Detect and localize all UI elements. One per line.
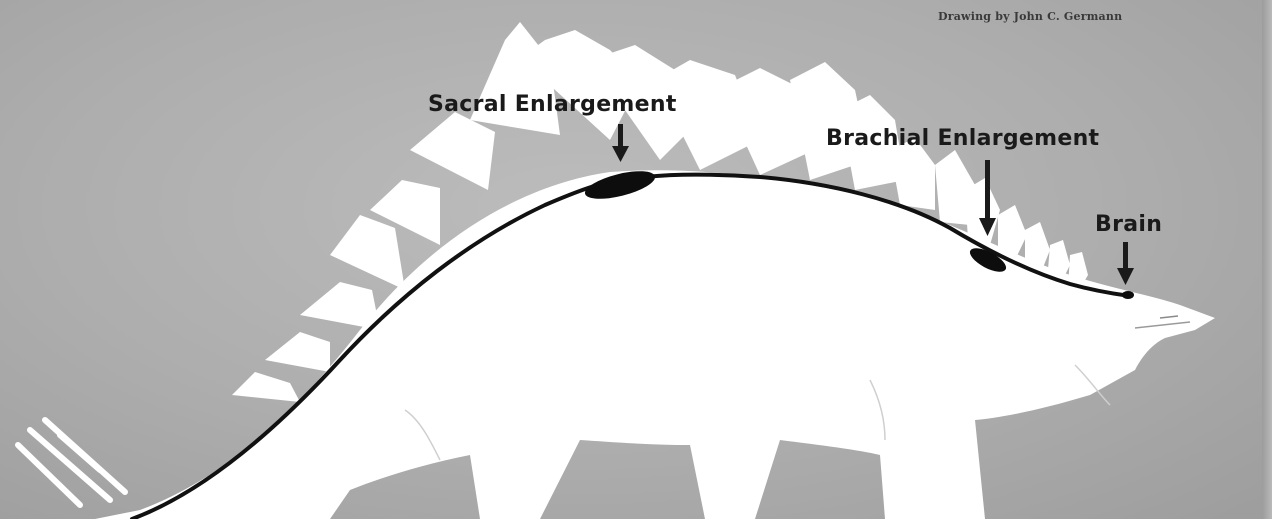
label-sacral-enlargement: Sacral Enlargement [428, 92, 677, 117]
page-edge [1262, 0, 1272, 519]
drawing-credit: Drawing by John C. Germann [938, 10, 1122, 23]
tail-spikes [18, 420, 125, 505]
label-brachial-enlargement: Brachial Enlargement [826, 126, 1099, 151]
body-silhouette [95, 170, 1215, 519]
label-brain: Brain [1095, 212, 1162, 237]
brain-pointer-icon [1117, 242, 1134, 285]
brain [1122, 291, 1134, 299]
